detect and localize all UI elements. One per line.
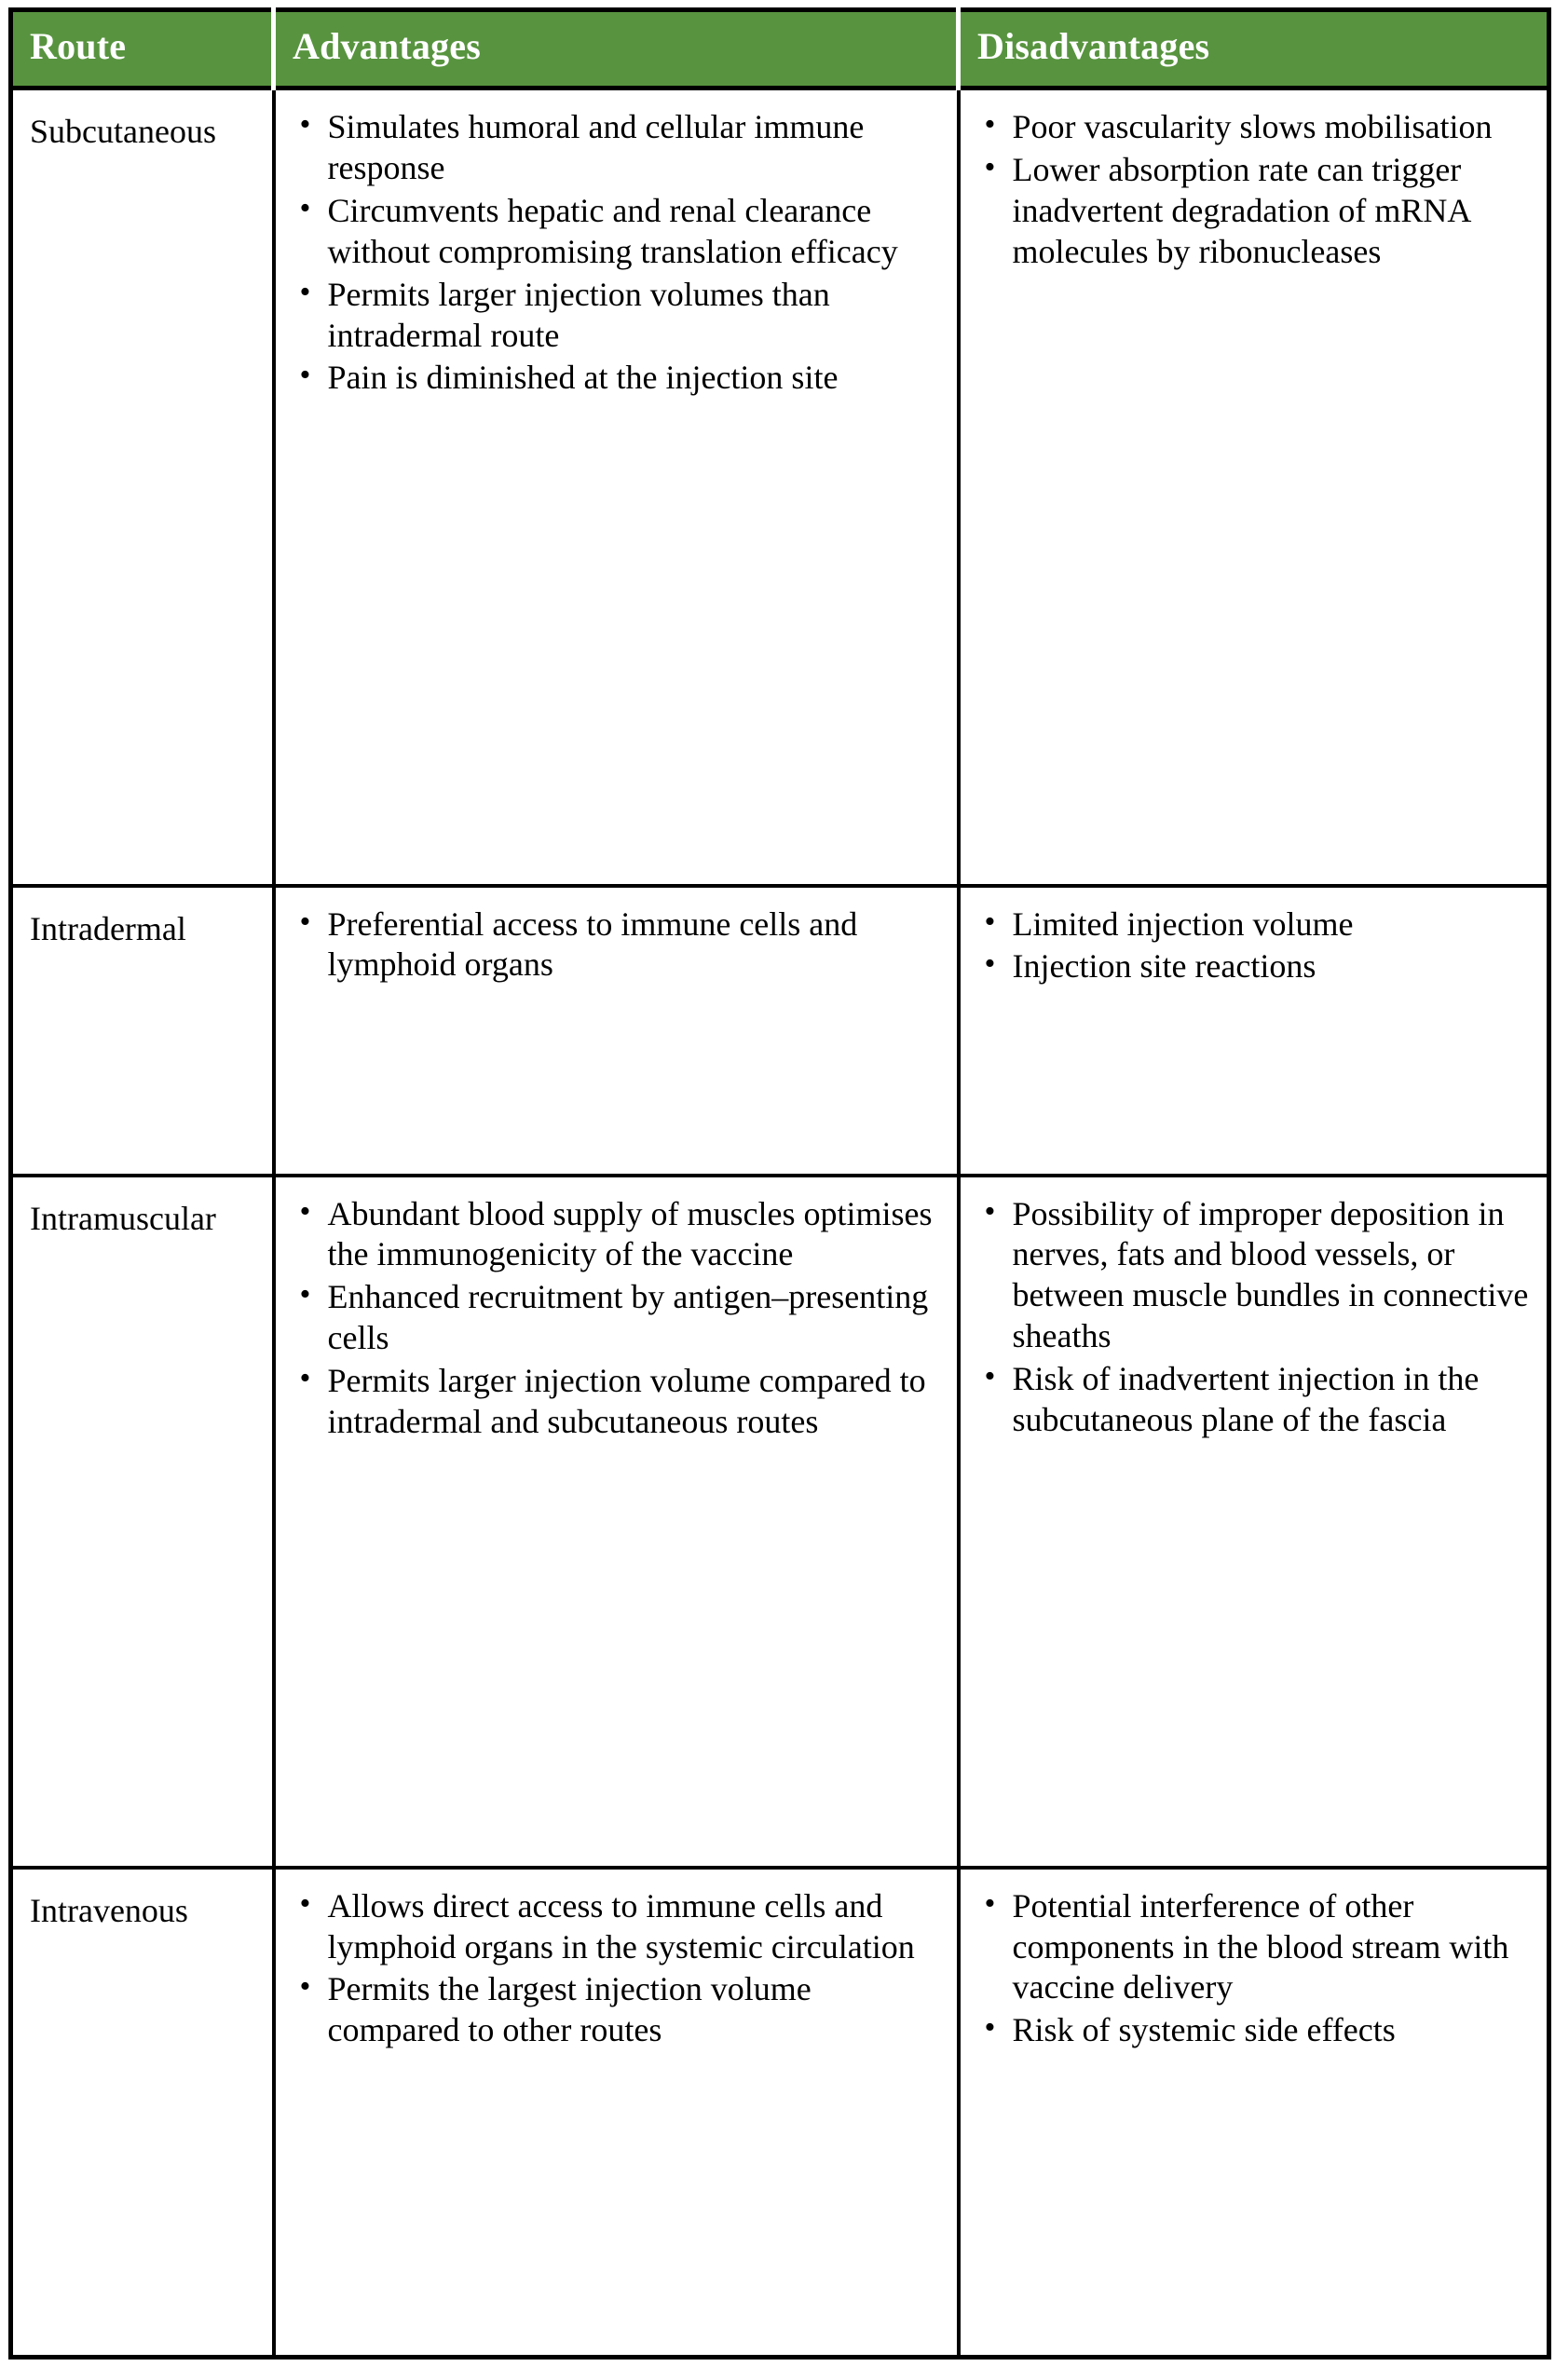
disadvantages-list: Potential interference of other componen… [961,1870,1548,2067]
route-label-cell: Intradermal [10,885,276,1177]
advantages-list: Allows direct access to immune cells and… [276,1870,957,2067]
list-item: Circumvents hepatic and renal clearance … [294,189,944,273]
disadvantages-list: Possibility of improper deposition in ne… [961,1177,1548,1456]
advantages-list: Simulates humoral and cellular immune re… [276,90,957,414]
list-item: Allows direct access to immune cells and… [294,1884,944,1968]
column-header-advantages: Advantages [273,9,961,88]
table-row: Intramuscular Abundant blood supply of m… [10,1175,1549,1870]
advantages-cell: Simulates humoral and cellular immune re… [273,88,961,888]
list-item: Preferential access to immune cells and … [294,903,944,986]
disadvantages-list: Poor vascularity slows mobilisation Lowe… [961,90,1548,288]
list-item: Poor vascularity slows mobilisation [979,105,1535,148]
list-item: Permits larger injection volume compared… [294,1359,944,1443]
disadvantages-list: Limited injection volume Injection site … [961,888,1548,1003]
route-label-cell: Intravenous [10,1867,276,2358]
disadvantages-cell: Limited injection volume Injection site … [958,885,1549,1177]
disadvantages-cell: Possibility of improper deposition in ne… [958,1175,1549,1870]
advantages-cell: Allows direct access to immune cells and… [273,1867,961,2358]
table-row: Intravenous Allows direct access to immu… [10,1867,1549,2358]
list-item: Permits the largest injection volume com… [294,1967,944,2051]
route-label-cell: Intramuscular [10,1175,276,1870]
route-label-cell: Subcutaneous [10,88,276,888]
list-item: Enhanced recruitment by antigen–presenti… [294,1275,944,1359]
column-header-route: Route [10,9,276,88]
advantages-list: Preferential access to immune cells and … [276,888,957,1001]
advantages-cell: Abundant blood supply of muscles optimis… [273,1175,961,1870]
table-row: Intradermal Preferential access to immun… [10,885,1549,1177]
column-header-disadvantages: Disadvantages [958,9,1549,88]
list-item: Injection site reactions [979,945,1535,987]
list-item: Abundant blood supply of muscles optimis… [294,1192,944,1276]
table-body: Subcutaneous Simulates humoral and cellu… [10,88,1549,2358]
list-item: Risk of inadvertent injection in the sub… [979,1357,1535,1441]
list-item: Permits larger injection volumes than in… [294,273,944,357]
list-item: Risk of systemic side effects [979,2008,1535,2051]
header-row: Route Advantages Disadvantages [10,9,1549,88]
advantages-list: Abundant blood supply of muscles optimis… [276,1177,957,1458]
list-item: Possibility of improper deposition in ne… [979,1192,1535,1358]
list-item: Limited injection volume [979,903,1535,945]
routes-comparison-table: Route Advantages Disadvantages Subcutane… [8,7,1551,2360]
table-row: Subcutaneous Simulates humoral and cellu… [10,88,1549,888]
list-item: Potential interference of other componen… [979,1884,1535,2009]
list-item: Simulates humoral and cellular immune re… [294,105,944,189]
list-item: Lower absorption rate can trigger inadve… [979,148,1535,273]
disadvantages-cell: Poor vascularity slows mobilisation Lowe… [958,88,1549,888]
list-item: Pain is diminished at the injection site [294,356,944,399]
disadvantages-cell: Potential interference of other componen… [958,1867,1549,2358]
advantages-cell: Preferential access to immune cells and … [273,885,961,1177]
table-header: Route Advantages Disadvantages [10,9,1549,88]
